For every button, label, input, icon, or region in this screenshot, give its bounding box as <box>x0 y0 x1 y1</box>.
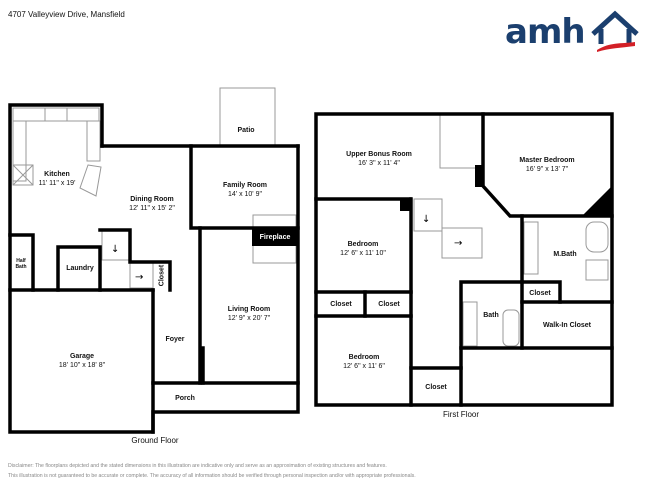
room-name: Family Room <box>223 182 267 189</box>
room-upper-bonus: Upper Bonus Room 16' 3" x 11' 4" <box>346 150 412 168</box>
room-bedroom-2: Bedroom 12' 6" x 11' 6" <box>343 353 385 371</box>
room-patio: Patio <box>237 126 254 135</box>
disclaimer: Disclaimer: The floorplans depicted and … <box>8 461 416 481</box>
room-half-bath: Half Bath <box>15 258 27 270</box>
house-icon <box>591 10 639 52</box>
amh-logo: amh <box>505 8 640 54</box>
room-family: Family Room 14' x 10' 9" <box>223 181 267 199</box>
wall-blocks <box>400 165 612 216</box>
room-dims: 12' 11" x 15' 2" <box>129 205 175 212</box>
room-dims: 14' x 10' 9" <box>228 191 262 198</box>
room-garage: Garage 18' 10" x 18' 8" <box>59 352 105 370</box>
disclaimer-line-2: This illustration is not guaranteed to b… <box>8 473 416 479</box>
room-closet-1: Closet <box>330 300 351 309</box>
room-bath: Bath <box>483 311 499 320</box>
room-dims: 12' 6" x 11' 6" <box>343 363 385 370</box>
room-closet-2: Closet <box>378 300 399 309</box>
fixtures <box>12 87 609 347</box>
room-dims: 16' 9" x 13' 7" <box>525 166 569 173</box>
room-porch: Porch <box>175 394 195 403</box>
stairs-right-arrow-icon-2: → <box>454 238 462 249</box>
stairs-down-arrow-icon-2: ↓ <box>422 214 430 225</box>
room-name: Kitchen <box>44 171 70 178</box>
stairs-right-arrow-icon: → <box>135 272 143 283</box>
room-name: Laundry <box>66 265 94 272</box>
room-name: Walk-In Closet <box>543 322 591 329</box>
room-living: Living Room 12' 9" x 20' 7" <box>228 305 270 323</box>
room-dims: 12' 6" x 11' 10" <box>340 250 386 257</box>
room-name: Living Room <box>227 306 271 313</box>
stairs-down-arrow-icon: ↓ <box>111 244 119 255</box>
room-name: Master Bedroom <box>519 157 575 164</box>
first-floor-label: First Floor <box>443 410 479 419</box>
room-closet-3: Closet <box>529 289 550 298</box>
room-closet-4: Closet <box>425 383 446 392</box>
room-dims: 18' 10" x 18' 8" <box>58 362 106 369</box>
room-closet-ground: Closet <box>158 265 167 286</box>
room-name: Dining Room <box>130 196 174 203</box>
room-master-bedroom: Master Bedroom 16' 9" x 13' 7" <box>519 156 574 174</box>
room-dims: 12' 9" x 20' 7" <box>227 315 271 322</box>
room-name: Closet <box>529 290 551 297</box>
room-name: Upper Bonus Room <box>346 151 412 158</box>
room-name: Bedroom <box>348 354 380 361</box>
room-kitchen: Kitchen 11' 11" x 19' <box>39 170 76 188</box>
room-name: Porch <box>175 395 195 402</box>
room-name: Bedroom <box>347 241 379 248</box>
room-name: Foyer <box>165 336 185 343</box>
room-bedroom-1: Bedroom 12' 6" x 11' 10" <box>340 240 386 258</box>
room-master-bath: M.Bath <box>553 250 576 259</box>
room-name: Bath <box>483 312 499 319</box>
fireplace: Fireplace <box>252 229 298 246</box>
ground-floor-label: Ground Floor <box>131 436 179 445</box>
logo-text: amh <box>505 12 586 52</box>
room-name: Patio <box>237 127 255 134</box>
room-dims: 11' 11" x 19' <box>38 180 76 187</box>
room-walk-in-closet: Walk-In Closet <box>543 321 591 330</box>
room-foyer: Foyer <box>165 335 184 344</box>
room-name: M.Bath <box>553 251 577 258</box>
room-name: Closet <box>425 384 447 391</box>
room-dining: Dining Room 12' 11" x 15' 2" <box>129 195 175 213</box>
room-name: Closet <box>158 264 166 287</box>
property-address: 4707 Valleyview Drive, Mansfield <box>8 10 125 19</box>
walls <box>8 103 614 434</box>
room-name: Closet <box>378 301 400 308</box>
room-dims: 16' 3" x 11' 4" <box>358 160 400 167</box>
room-name: Closet <box>330 301 352 308</box>
disclaimer-line-1: Disclaimer: The floorplans depicted and … <box>8 463 387 469</box>
room-laundry: Laundry <box>66 264 94 273</box>
room-name: Garage <box>69 353 95 360</box>
